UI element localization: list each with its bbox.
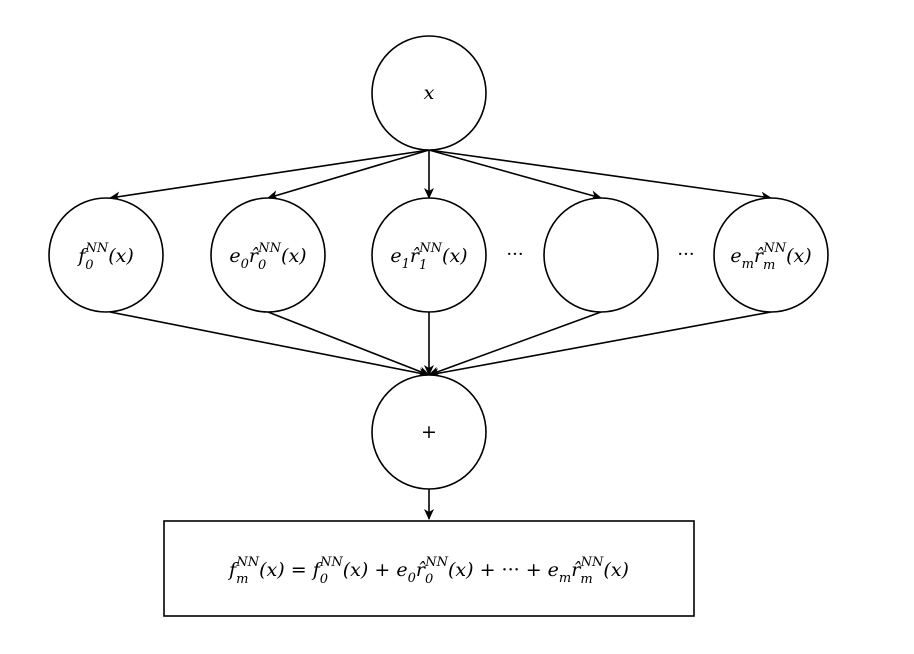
branch-node-e1r1: e1r̂1NN(x) xyxy=(371,197,487,313)
edge-e0r0-to-sum xyxy=(267,311,430,377)
sum-node: + xyxy=(371,374,487,490)
branch-label-emrm: emr̂mNN(x) xyxy=(730,241,811,273)
sum-edges xyxy=(109,311,772,379)
edge-x-to-empty xyxy=(428,149,602,201)
branch-node-f0: f0NN(x) xyxy=(48,197,164,313)
output-formula-box: fmNN(x) = f0NN(x) + e0r̂0NN(x) + ··· + e… xyxy=(163,520,695,617)
edge-empty-to-sum xyxy=(428,311,602,377)
branch-node-emrm: emr̂mNN(x) xyxy=(713,197,829,313)
edge-x-to-emrm xyxy=(428,149,772,202)
ellipsis-right: ··· xyxy=(677,244,694,265)
branch-label-e0r0: e0r̂0NN(x) xyxy=(229,241,306,273)
edge-emrm-to-sum xyxy=(428,311,772,379)
sum-node-label: + xyxy=(421,421,437,443)
edge-f0-to-sum xyxy=(109,311,430,378)
input-node: x xyxy=(371,35,487,151)
input-node-label: x xyxy=(424,82,435,104)
output-formula: fmNN(x) = f0NN(x) + e0r̂0NN(x) + ··· + e… xyxy=(227,555,629,587)
ellipsis-left: ··· xyxy=(506,244,523,265)
input-edges xyxy=(109,149,772,202)
edge-x-to-f0 xyxy=(109,149,430,202)
edge-x-to-e0r0 xyxy=(267,149,430,200)
branch-node-empty xyxy=(543,197,659,313)
branch-label-f0: f0NN(x) xyxy=(76,241,134,273)
branch-label-e1r1: e1r̂1NN(x) xyxy=(390,241,467,273)
branch-node-e0r0: e0r̂0NN(x) xyxy=(210,197,326,313)
